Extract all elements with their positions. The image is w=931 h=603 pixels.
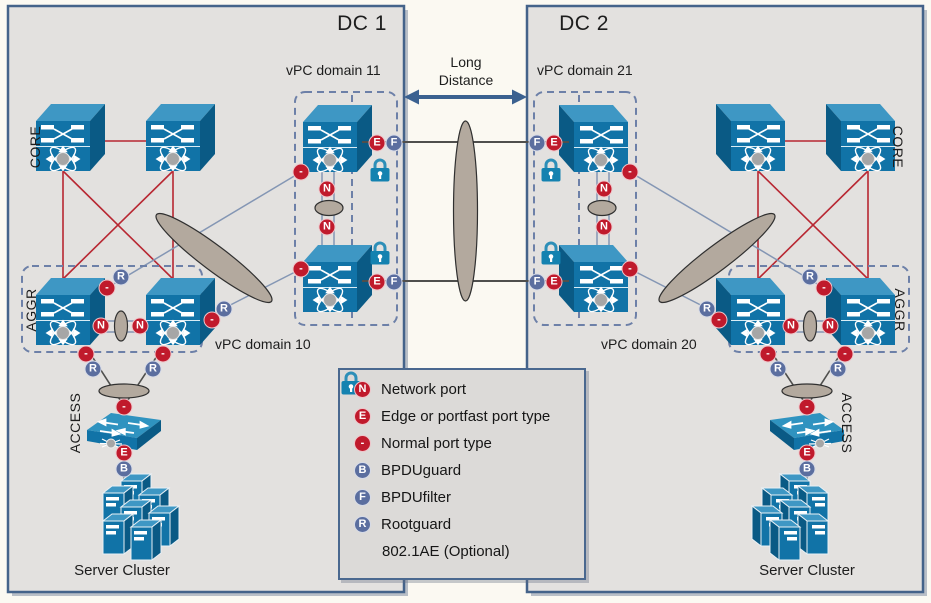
port-badge-N: N <box>318 180 336 198</box>
port-badge-F: F <box>385 273 403 291</box>
legend-item-7: 802.1AE (Optional) <box>341 371 584 560</box>
port-channel-ellipses <box>98 199 344 399</box>
vpc-switch-top <box>302 104 373 176</box>
dc1-aggr-layer-label: AGGR <box>23 288 39 332</box>
port-badge-E: E <box>798 444 816 462</box>
legend-item-1: N Network port <box>354 381 584 398</box>
port-badge-E: E <box>368 273 386 291</box>
legend-badge-N: N <box>354 381 371 398</box>
port-badge-N: N <box>595 180 613 198</box>
port-badge-normal: - <box>798 398 816 416</box>
legend-item-label: Normal port type <box>381 435 492 452</box>
port-badge-normal: - <box>98 279 116 297</box>
port-badge-N: N <box>131 317 149 335</box>
port-badge-R: R <box>112 268 130 286</box>
padlock-icon <box>341 371 374 565</box>
port-badge-normal: - <box>292 163 310 181</box>
dc2-server-cluster-label: Server Cluster <box>759 562 855 579</box>
legend-badge-E: E <box>354 408 371 425</box>
port-badge-F: F <box>528 273 546 291</box>
vpc-domain-10-label: vPC domain 10 <box>215 336 311 352</box>
port-badge-E: E <box>368 134 386 152</box>
legend-item-2: E Edge or portfast port type <box>354 408 584 425</box>
legend-badge-B: B <box>354 462 371 479</box>
port-badge-R: R <box>698 300 716 318</box>
legend-badge-normal: - <box>354 435 371 452</box>
core-switch-2 <box>145 103 216 175</box>
long-distance-arrow <box>404 89 527 105</box>
port-badge-N: N <box>821 317 839 335</box>
vpc-domain-21-label: vPC domain 21 <box>537 62 633 78</box>
padlock-icon <box>540 240 562 266</box>
legend-item-label: Network port <box>381 381 467 398</box>
port-badge-normal: - <box>621 260 639 278</box>
dc1-access-layer-label: ACCESS <box>67 392 83 454</box>
padlock-icon <box>369 157 391 183</box>
vpc-switch-bottom <box>302 244 373 316</box>
port-badge-F: F <box>528 134 546 152</box>
port-badge-R: R <box>84 360 102 378</box>
port-badge-normal: - <box>292 260 310 278</box>
port-badge-R: R <box>144 360 162 378</box>
legend-item-label: BPDUfilter <box>381 489 452 506</box>
dc2-graphics <box>527 6 923 592</box>
aggr-switch-2 <box>145 277 216 349</box>
padlock-icon <box>369 240 391 266</box>
dc1-server-cluster-label: Server Cluster <box>74 562 170 579</box>
port-badge-N: N <box>92 317 110 335</box>
padlock-icon <box>540 157 562 183</box>
legend-item-6: R Rootguard <box>354 516 584 533</box>
legend-item-4: B BPDUguard <box>354 462 584 479</box>
port-badge-N: N <box>318 218 336 236</box>
port-badge-F: F <box>385 134 403 152</box>
dc1-core-layer-label: CORE <box>27 125 43 169</box>
legend-item-label: BPDUguard <box>381 462 462 479</box>
dc2-core-layer-label: CORE <box>890 125 906 169</box>
dc1-title: DC 1 <box>337 12 387 35</box>
vpc-domain-20-label: vPC domain 20 <box>601 336 697 352</box>
port-badge-normal: - <box>154 345 172 363</box>
port-badge-B: B <box>115 460 133 478</box>
port-badge-normal: - <box>815 279 833 297</box>
port-badge-normal: - <box>115 398 133 416</box>
port-badge-R: R <box>829 360 847 378</box>
long-distance-label: Long Distance <box>438 54 494 89</box>
legend-item-label: Rootguard <box>381 516 452 533</box>
port-badge-normal: - <box>710 311 728 329</box>
port-badge-normal: - <box>759 345 777 363</box>
legend-item-label: 802.1AE (Optional) <box>382 543 510 560</box>
legend-item-5: F BPDUfilter <box>354 489 584 506</box>
dc2-aggr-layer-label: AGGR <box>892 288 908 332</box>
port-badge-normal: - <box>203 311 221 329</box>
dc2-access-layer-label: ACCESS <box>839 392 855 454</box>
legend-item-3: -Normal port type <box>354 435 584 452</box>
port-badge-normal: - <box>621 163 639 181</box>
port-badge-normal: - <box>836 345 854 363</box>
port-badge-R: R <box>801 268 819 286</box>
vpc-domain-11-label: vPC domain 11 <box>286 62 381 78</box>
port-badge-B: B <box>798 460 816 478</box>
port-badge-N: N <box>595 218 613 236</box>
dc2-title: DC 2 <box>559 12 609 35</box>
port-badge-E: E <box>545 134 563 152</box>
port-badge-R: R <box>769 360 787 378</box>
port-badge-R: R <box>215 300 233 318</box>
port-badge-N: N <box>782 317 800 335</box>
port-badge-E: E <box>115 444 133 462</box>
port-badge-E: E <box>545 273 563 291</box>
legend-badge-R: R <box>354 516 371 533</box>
legend-badge-F: F <box>354 489 371 506</box>
legend-item-label: Edge or portfast port type <box>381 408 551 425</box>
